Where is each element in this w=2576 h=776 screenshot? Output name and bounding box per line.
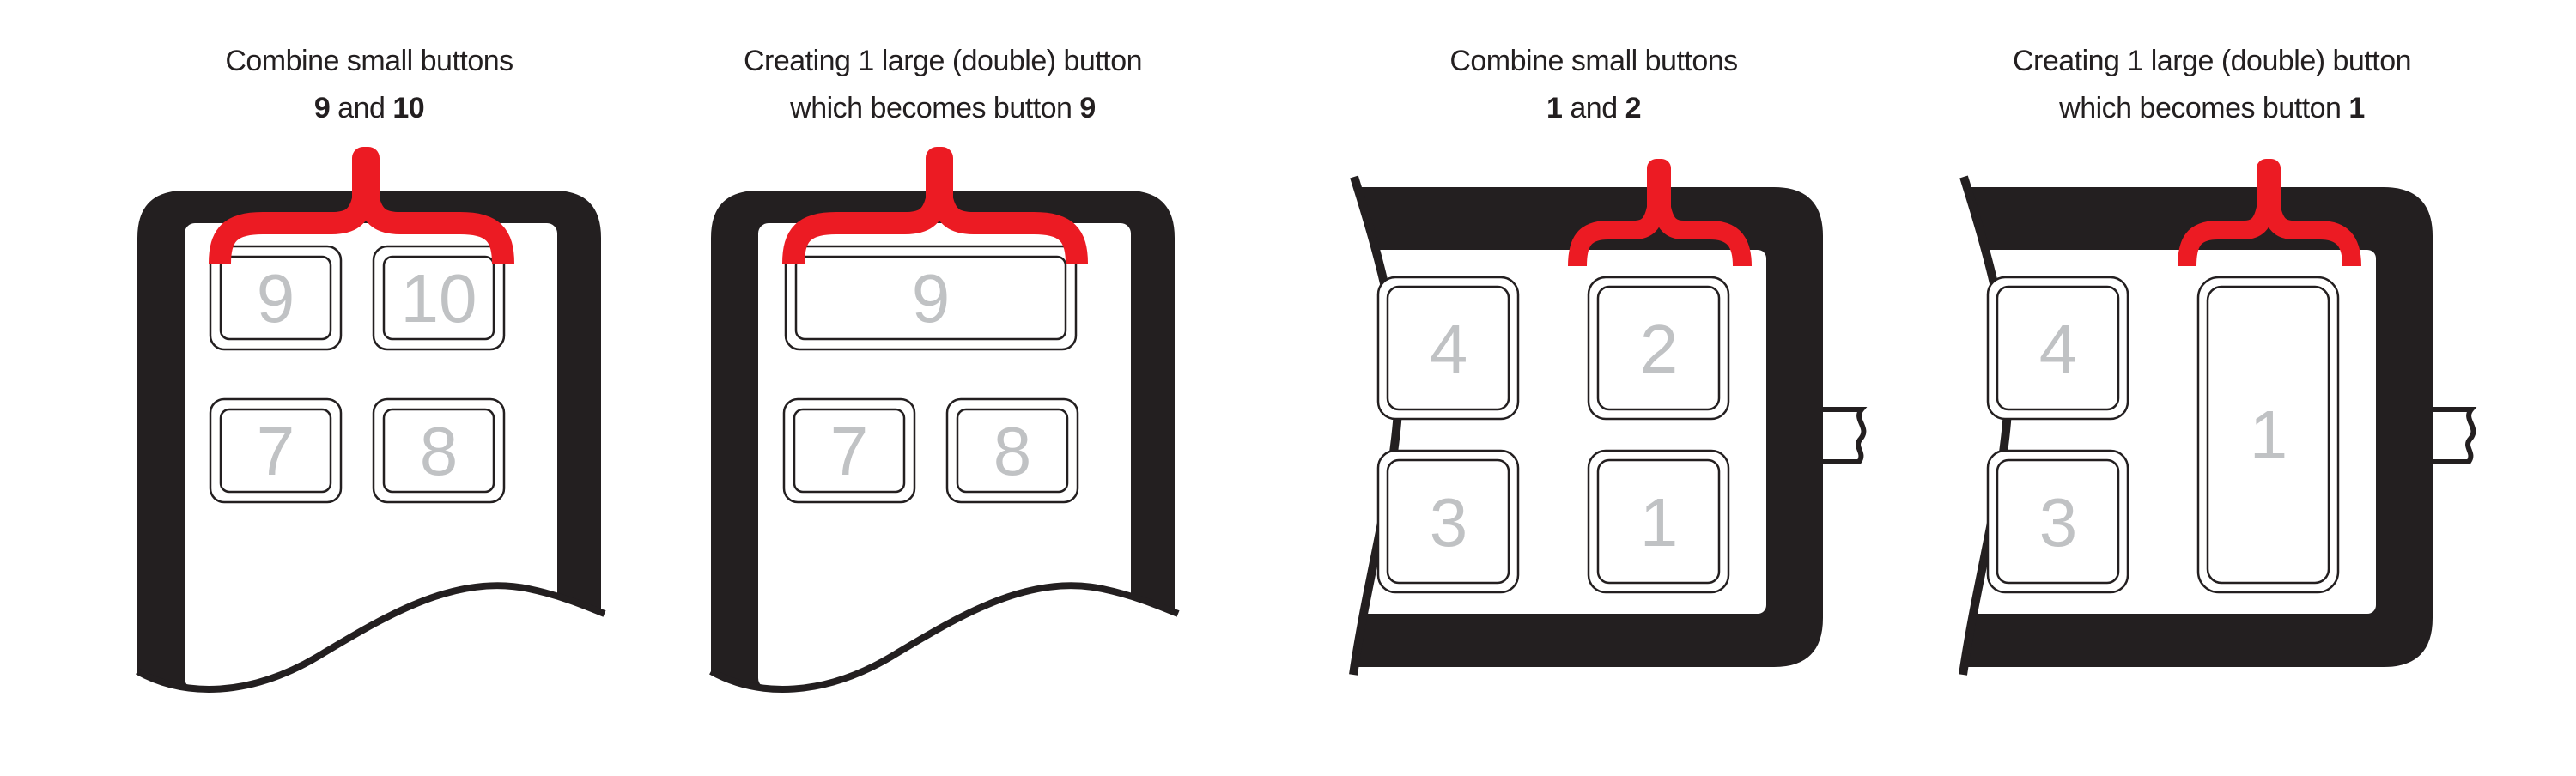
- torn-edge-mask: [711, 585, 1178, 740]
- torn-edge-line: [1349, 175, 1403, 676]
- button-label: 1: [2250, 397, 2288, 473]
- button-label: 3: [1430, 484, 1468, 561]
- button-label: 7: [830, 413, 869, 489]
- panel-2-title-line-1: Creating 1 large (double) button: [685, 38, 1200, 85]
- device-diagram-result-1: 4 3 1: [1911, 159, 2477, 678]
- keypad-button-large-9: 9: [784, 245, 1078, 351]
- red-brace-icon: [209, 147, 514, 264]
- red-brace-icon: [2178, 159, 2361, 267]
- title-bold-number: 9: [313, 92, 331, 124]
- button-label: 10: [401, 260, 477, 336]
- keypad-button-large-1: 1: [2196, 276, 2340, 594]
- title-text: Combine small buttons: [225, 45, 513, 77]
- keypad-button-7: 7: [209, 397, 343, 504]
- panel-3-title-line-2: 1 and 2: [1336, 85, 1851, 132]
- keypad-button-9: 9: [209, 245, 343, 351]
- red-brace-icon: [1568, 159, 1752, 267]
- panel-4-title: Creating 1 large (double) button which b…: [1954, 38, 2470, 132]
- button-label: 1: [1640, 484, 1679, 561]
- panel-3-title: Combine small buttons 1 and 2: [1336, 38, 1851, 132]
- panel-1-title-line-1: Combine small buttons: [112, 38, 627, 85]
- title-text: and: [1562, 92, 1625, 124]
- title-text: Creating 1 large (double) button: [743, 45, 1143, 77]
- keypad-button-10: 10: [372, 245, 506, 351]
- keypad-button-2: 2: [1587, 276, 1730, 421]
- panel-3-title-line-1: Combine small buttons: [1336, 38, 1851, 85]
- panel-1-title-line-2: 9 and 10: [112, 85, 627, 132]
- keypad-button-4: 4: [1376, 276, 1520, 421]
- panel-4-title-line-1: Creating 1 large (double) button: [1954, 38, 2470, 85]
- title-bold-number: 10: [392, 92, 425, 124]
- keypad-button-3: 3: [1986, 449, 2129, 594]
- keypad-button-1: 1: [1587, 449, 1730, 594]
- keypad-button-7: 7: [782, 397, 916, 504]
- title-bold-number: 9: [1079, 92, 1096, 124]
- keypad-button-3: 3: [1376, 449, 1520, 594]
- device-diagram-result-9: 9 7 8: [709, 147, 1180, 740]
- button-label: 7: [257, 413, 295, 489]
- title-text: which becomes button: [2059, 92, 2349, 124]
- button-label: 3: [2039, 484, 2078, 561]
- panel-1-title: Combine small buttons 9 and 10: [112, 38, 627, 132]
- red-brace-icon: [782, 147, 1088, 264]
- torn-edge-mask: [137, 585, 605, 740]
- button-label: 4: [1430, 311, 1468, 387]
- button-label: 9: [912, 260, 951, 336]
- title-bold-number: 2: [1625, 92, 1642, 124]
- keypad-button-8: 8: [372, 397, 506, 504]
- title-text: Creating 1 large (double) button: [2012, 45, 2412, 77]
- title-bold-number: 1: [1546, 92, 1563, 124]
- torn-edge-line: [709, 582, 1180, 693]
- button-label: 8: [420, 413, 459, 489]
- torn-edge-line: [1959, 175, 2013, 676]
- keypad-button-4: 4: [1986, 276, 2129, 421]
- title-text: which becomes button: [790, 92, 1080, 124]
- button-label: 4: [2039, 311, 2078, 387]
- title-text: Combine small buttons: [1449, 45, 1738, 77]
- panel-2-title-line-2: which becomes button 9: [685, 85, 1200, 132]
- button-label: 2: [1640, 311, 1679, 387]
- panel-4-title-line-2: which becomes button 1: [1954, 85, 2470, 132]
- device-diagram-combine-9-10: 9 10 7 8: [136, 147, 606, 740]
- device-diagram-combine-1-2: 4 2 3 1: [1301, 159, 1868, 678]
- torn-edge-line: [136, 582, 606, 693]
- title-bold-number: 1: [2348, 92, 2365, 124]
- button-label: 8: [993, 413, 1032, 489]
- panel-2-title: Creating 1 large (double) button which b…: [685, 38, 1200, 132]
- button-label: 9: [257, 260, 295, 336]
- keypad-button-8: 8: [945, 397, 1079, 504]
- title-text: and: [330, 92, 393, 124]
